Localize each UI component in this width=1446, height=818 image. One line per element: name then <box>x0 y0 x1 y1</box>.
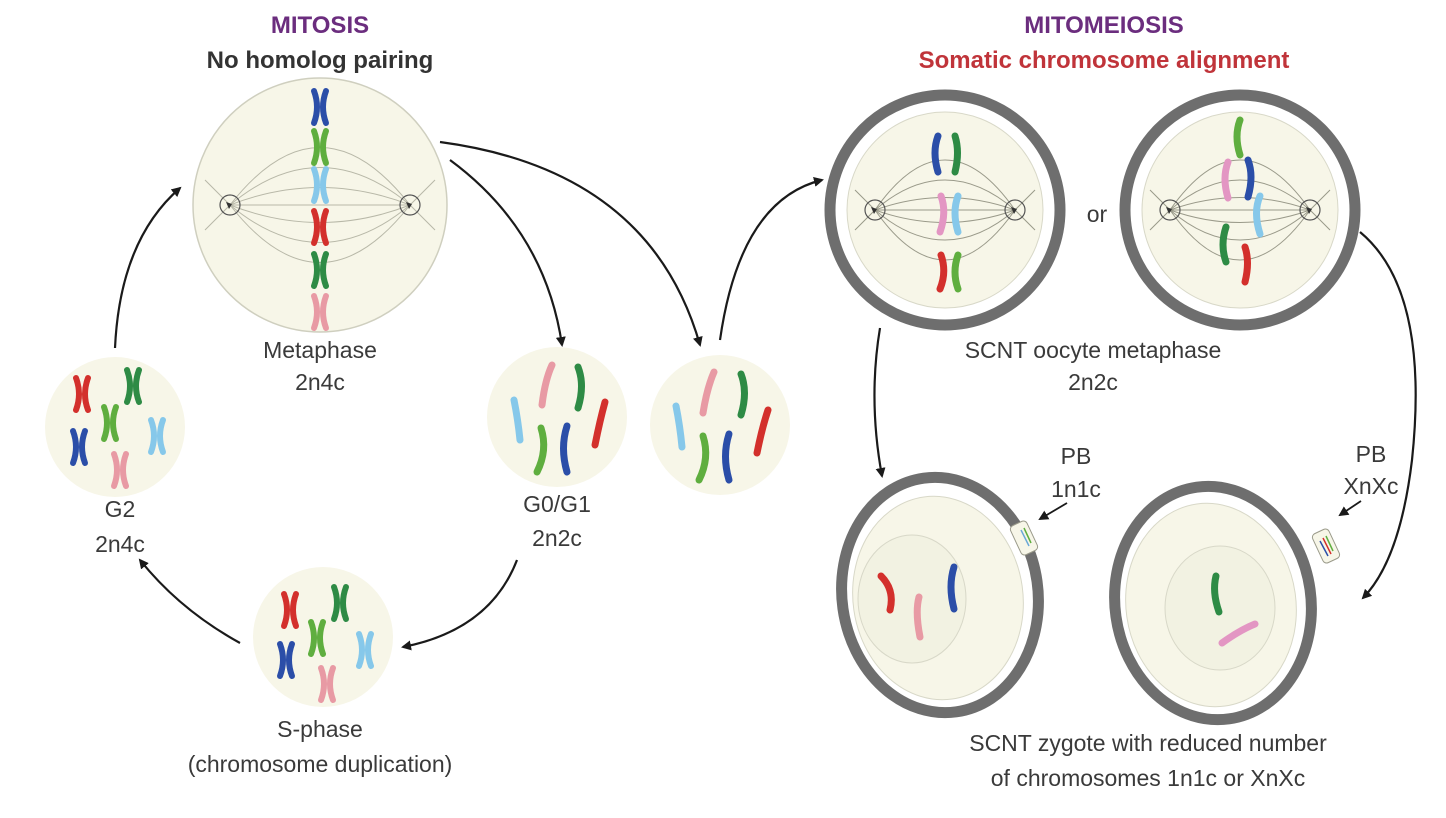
chromosome-light-blue <box>510 396 524 444</box>
zygote-caption-line1: SCNT zygote with reduced number <box>969 730 1327 756</box>
mitomeiosis-arrows <box>873 231 1417 600</box>
chromosome-red <box>1241 243 1251 286</box>
chromosome-green <box>1233 116 1244 159</box>
chromosome-dark-green <box>574 363 585 412</box>
g0g1-cell <box>487 347 627 487</box>
chromosome-blue <box>931 132 942 176</box>
chromosome-dark-green <box>951 132 961 176</box>
arrow-g2-to-metaphase <box>113 186 182 349</box>
donor-cell <box>650 355 790 495</box>
zygote-xnxc <box>1109 480 1341 726</box>
chromosome-green <box>695 432 710 484</box>
chromosome-red <box>936 251 948 293</box>
chromosome-pink <box>538 361 556 409</box>
polar-body <box>1311 528 1341 564</box>
chromosome-pink <box>913 593 924 641</box>
arrow-sphase-to-g2 <box>138 558 241 644</box>
chromosome-pink <box>699 368 718 417</box>
mitomeiosis-subtitle: Somatic chromosome alignment <box>919 47 1290 74</box>
arrow-oocyte-to-zygote-1 <box>873 327 886 478</box>
chromosome-red <box>877 572 895 614</box>
polar-body <box>1009 520 1039 556</box>
mitosis-subtitle: No homolog pairing <box>207 47 434 74</box>
chromosome-red <box>753 406 772 457</box>
chromosome-light-blue <box>672 402 686 451</box>
oocyte-ploidy: 2n2c <box>1068 369 1118 395</box>
chromosome-mauve <box>936 192 948 236</box>
zygote-1n1c <box>836 471 1044 719</box>
oocyte-metaphase-aligned <box>824 89 1066 331</box>
arrow-metaphase-to-donor <box>439 140 703 347</box>
sphase-cell <box>253 567 393 707</box>
chromosome-blue <box>722 430 733 484</box>
g2-label: G2 <box>105 496 136 522</box>
oocyte-metaphase-unaligned <box>1119 89 1361 331</box>
chromosome-light-blue <box>1253 192 1264 238</box>
spindle-fibers <box>1149 159 1331 261</box>
metaphase-cell <box>192 77 448 333</box>
chromosome-blue <box>1244 156 1255 201</box>
mitosis-title: MITOSIS <box>271 12 369 39</box>
pb1-ploidy: 1n1c <box>1051 476 1101 502</box>
g2-ploidy: 2n4c <box>95 531 145 557</box>
zygote-caption-line2: of chromosomes 1n1c or XnXc <box>991 765 1305 791</box>
sphase-label: S-phase <box>277 716 363 742</box>
metaphase-ploidy: 2n4c <box>295 369 345 395</box>
arrow-pb1-pointer <box>1038 502 1068 521</box>
sphase-note: (chromosome duplication) <box>188 751 453 777</box>
or-label: or <box>1087 201 1108 227</box>
arrow-g0g1-to-sphase <box>401 559 519 651</box>
cycle-arrows <box>113 140 824 651</box>
pb2-ploidy: XnXc <box>1344 473 1399 499</box>
chromosome-mauve <box>1221 158 1232 202</box>
pb2-label: PB <box>1356 441 1387 467</box>
spindle-fibers <box>204 147 436 263</box>
mitomeiosis-title: MITOMEIOSIS <box>1024 12 1184 39</box>
chromosome-green <box>951 251 962 293</box>
chromosome-light-blue <box>951 192 962 236</box>
g0g1-ploidy: 2n2c <box>532 525 582 551</box>
arrow-donor-to-oocyte <box>718 177 824 341</box>
chromosome-dark-green <box>1211 572 1223 616</box>
pb1-label: PB <box>1061 443 1092 469</box>
chromosome-red <box>591 398 609 449</box>
arrow-metaphase-to-g0g1 <box>449 159 566 347</box>
oocyte-label: SCNT oocyte metaphase <box>965 337 1222 363</box>
arrow-oocyte-to-zygote-2 <box>1359 231 1417 600</box>
g0g1-label: G0/G1 <box>523 491 591 517</box>
metaphase-label: Metaphase <box>263 337 377 363</box>
g2-cell <box>45 357 185 497</box>
chromosome-dark-green <box>1219 223 1230 266</box>
chromosome-green <box>533 424 548 476</box>
chromosome-mauve <box>1218 620 1259 647</box>
arrow-pb2-pointer <box>1338 500 1362 517</box>
chromosome-blue <box>947 563 958 613</box>
chromosome-dark-green <box>737 370 748 419</box>
chromosome-blue <box>560 422 571 476</box>
